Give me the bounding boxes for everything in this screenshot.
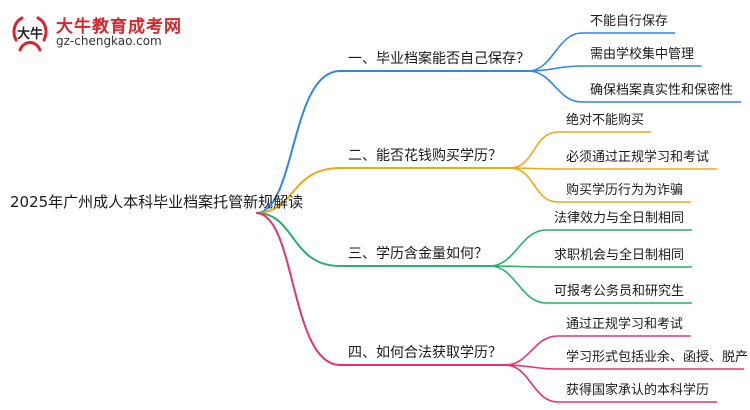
leaf-3-1: 法律效力与全日制相同 xyxy=(554,210,684,226)
branch-1-label: 一、毕业档案能否自己保存？ xyxy=(348,50,530,67)
root-node: 2025年广州成人本科毕业档案托管新规解读 xyxy=(10,193,303,211)
connector-branch-3-leaf-3 xyxy=(489,265,547,304)
bull-logo-icon: 大牛 xyxy=(12,16,48,52)
connector-branch-2-leaf-1 xyxy=(509,131,559,169)
leaf-2-1: 绝对不能购买 xyxy=(566,112,644,128)
connector-branch-3-leaf-1 xyxy=(489,229,547,267)
nodes: 2025年广州成人本科毕业档案托管新规解读 一、毕业档案能否自己保存？ 不能自行保… xyxy=(10,14,748,398)
leaf-4-2: 学习形式包括业余、函授、脱产 xyxy=(566,349,748,365)
logo-glyph: 大牛 xyxy=(17,26,43,42)
leaf-3-2: 求职机会与全日制相同 xyxy=(554,247,684,263)
leaf-4-3: 获得国家承认的本科学历 xyxy=(566,382,709,398)
branch-3-label: 三、学历含金量如何？ xyxy=(348,246,488,262)
brand-url: gz-chengkao.com xyxy=(56,34,162,48)
connector-branch-4-leaf-1 xyxy=(504,335,559,366)
branch-2-label: 二、能否花钱购买学历？ xyxy=(348,148,502,164)
connector-branch-1-leaf-1 xyxy=(527,32,583,72)
brand-name: 大牛教育成考网 xyxy=(56,17,182,37)
connector-root-branch-3 xyxy=(255,212,341,267)
connector-branch-4-leaf-3 xyxy=(504,364,559,403)
connector-branch-1-leaf-3 xyxy=(527,70,583,103)
connector-root-branch-2 xyxy=(255,167,341,214)
brand-logo[interactable]: 大牛 大牛教育成考网 gz-chengkao.com xyxy=(8,10,181,54)
leaf-3-3: 可报考公务员和研究生 xyxy=(554,283,684,299)
leaf-1-2: 需由学校集中管理 xyxy=(590,46,694,62)
connectors xyxy=(255,32,744,403)
leaf-1-1: 不能自行保存 xyxy=(590,14,668,29)
leaf-2-2: 必须通过正规学习和考试 xyxy=(566,149,709,165)
leaf-4-1: 通过正规学习和考试 xyxy=(566,316,683,332)
connector-branch-2-leaf-3 xyxy=(509,167,559,203)
branch-4-label: 四、如何合法获取学历？ xyxy=(348,345,502,361)
connector-root-branch-4 xyxy=(255,212,341,366)
connector-branch-1-leaf-2 xyxy=(527,65,583,72)
leaf-2-3: 购买学历行为为诈骗 xyxy=(566,182,683,198)
leaf-1-3: 确保档案真实性和保密性 xyxy=(590,82,733,98)
connector-root-branch-1 xyxy=(255,70,341,214)
